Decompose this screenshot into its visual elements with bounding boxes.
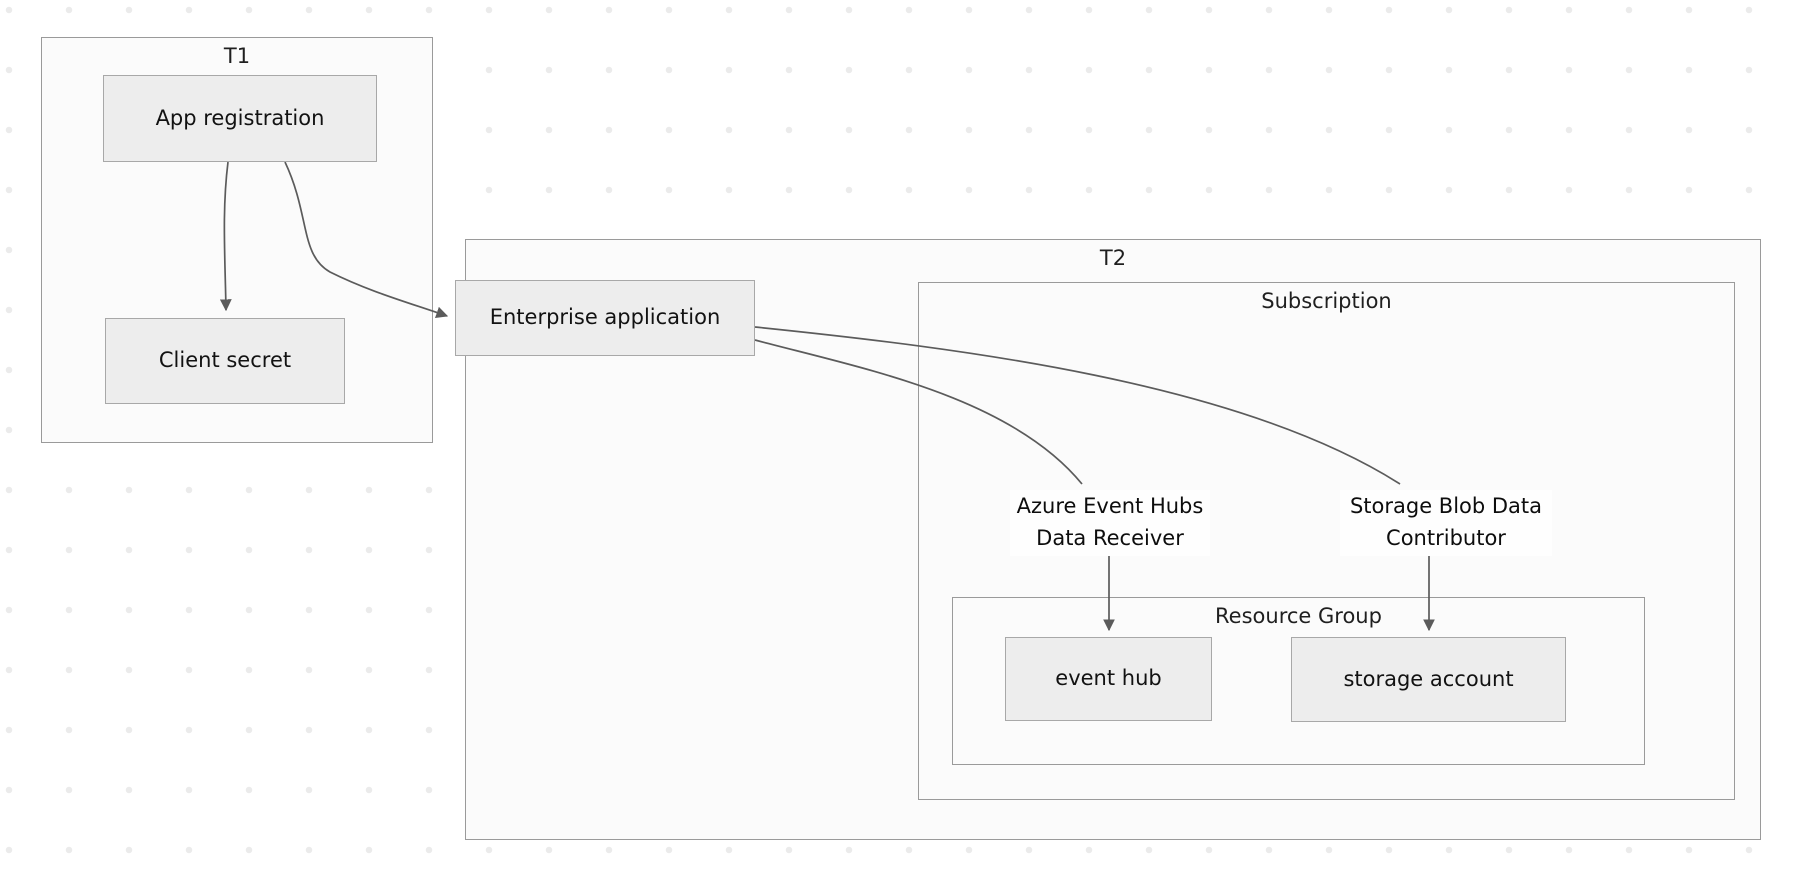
node-client-secret[interactable]: Client secret [105, 318, 345, 404]
group-label-resource-group: Resource Group [1215, 604, 1382, 628]
node-enterprise-application[interactable]: Enterprise application [455, 280, 755, 356]
node-label-storage-account: storage account [1343, 666, 1514, 691]
node-label-client-secret: Client secret [158, 348, 292, 373]
group-label-t2: T2 [1099, 246, 1127, 270]
node-label-event-hub: event hub [1055, 666, 1162, 691]
node-event-hub[interactable]: event hub [1005, 637, 1212, 721]
node-app-registration[interactable]: App registration [103, 75, 377, 162]
node-storage-account[interactable]: storage account [1291, 637, 1566, 722]
edge-label-azure-event-hubs-data-receiver: Azure Event Hubs Data Receiver [1010, 490, 1210, 556]
edge-label-storage-blob-data-contributor: Storage Blob Data Contributor [1340, 490, 1552, 556]
group-label-t1: T1 [223, 44, 251, 68]
node-label-enterprise-application: Enterprise application [489, 305, 721, 330]
node-label-app-registration: App registration [155, 105, 325, 130]
group-label-subscription: Subscription [1261, 289, 1392, 313]
